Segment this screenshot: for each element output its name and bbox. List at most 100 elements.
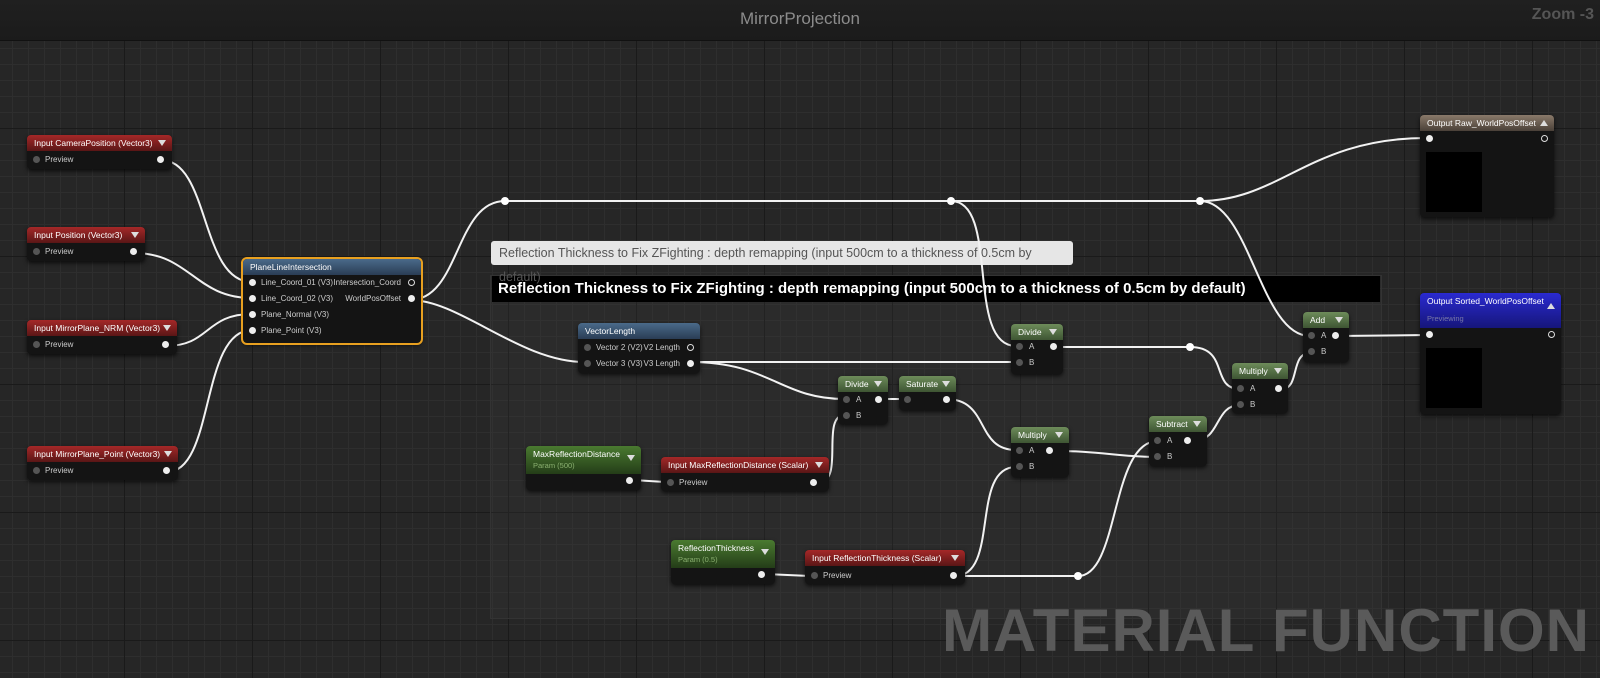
node-header[interactable]: Subtract: [1149, 416, 1207, 432]
node-input-max-reflection-distance[interactable]: Input MaxReflectionDistance (Scalar) Pre…: [661, 457, 829, 491]
output-pin[interactable]: [163, 467, 170, 474]
collapse-arrow-icon[interactable]: [1540, 120, 1548, 126]
output-pin[interactable]: [810, 479, 817, 486]
collapse-arrow-icon[interactable]: [1055, 432, 1063, 438]
node-header[interactable]: Input Position (Vector3): [27, 227, 145, 243]
output-pin[interactable]: [1541, 135, 1548, 142]
output-pin-v3-length[interactable]: [687, 360, 694, 367]
output-pin[interactable]: [162, 341, 169, 348]
node-header[interactable]: Output Raw_WorldPosOffset: [1420, 115, 1554, 131]
output-pin[interactable]: [1046, 447, 1053, 454]
input-pin-b[interactable]: [1308, 348, 1315, 355]
input-pin[interactable]: [904, 396, 911, 403]
output-pin[interactable]: [950, 572, 957, 579]
input-pin-plane-normal[interactable]: [249, 311, 256, 318]
collapse-arrow-icon[interactable]: [1547, 303, 1555, 309]
collapse-arrow-icon[interactable]: [815, 462, 823, 468]
output-pin[interactable]: [626, 477, 633, 484]
collapse-arrow-icon[interactable]: [627, 455, 635, 461]
node-input-position[interactable]: Input Position (Vector3) Preview: [27, 227, 145, 261]
node-input-camera-position[interactable]: Input CameraPosition (Vector3) Preview: [27, 135, 172, 169]
output-pin-v2-length[interactable]: [687, 344, 694, 351]
input-pin-b[interactable]: [843, 412, 850, 419]
node-add[interactable]: Add A B: [1303, 312, 1349, 362]
output-pin[interactable]: [1050, 343, 1057, 350]
output-pin[interactable]: [758, 571, 765, 578]
node-divide-top[interactable]: Divide A B: [1011, 324, 1063, 374]
input-pin[interactable]: [1426, 135, 1433, 142]
input-pin-line-coord-02[interactable]: [249, 295, 256, 302]
node-header[interactable]: Saturate: [899, 376, 956, 392]
node-header[interactable]: Divide: [838, 376, 888, 392]
output-pin[interactable]: [1184, 437, 1191, 444]
collapse-arrow-icon[interactable]: [1335, 317, 1343, 323]
node-header[interactable]: Input CameraPosition (Vector3): [27, 135, 172, 151]
collapse-arrow-icon[interactable]: [1274, 368, 1282, 374]
input-pin-vector2[interactable]: [584, 344, 591, 351]
collapse-arrow-icon[interactable]: [951, 555, 959, 561]
output-pin[interactable]: [130, 248, 137, 255]
comment-header[interactable]: Reflection Thickness to Fix ZFighting : …: [492, 276, 1380, 302]
node-header[interactable]: Input MaxReflectionDistance (Scalar): [661, 457, 829, 473]
preview-toggle-icon[interactable]: [33, 467, 40, 474]
node-header[interactable]: PlaneLineIntersection: [243, 259, 421, 275]
input-pin-a[interactable]: [1016, 447, 1023, 454]
output-pin[interactable]: [1275, 385, 1282, 392]
node-subtract[interactable]: Subtract A B: [1149, 416, 1207, 466]
collapse-arrow-icon[interactable]: [163, 325, 171, 331]
input-pin-plane-point[interactable]: [249, 327, 256, 334]
input-pin-a[interactable]: [1237, 385, 1244, 392]
output-pin[interactable]: [1332, 332, 1339, 339]
input-pin-a[interactable]: [1016, 343, 1023, 350]
preview-toggle-icon[interactable]: [33, 156, 40, 163]
collapse-arrow-icon[interactable]: [158, 140, 166, 146]
node-input-mirrorplane-point[interactable]: Input MirrorPlane_Point (Vector3) Previe…: [27, 446, 178, 480]
node-plane-line-intersection[interactable]: PlaneLineIntersection Line_Coord_01 (V3)…: [241, 257, 423, 345]
input-pin-b[interactable]: [1016, 463, 1023, 470]
node-header[interactable]: VectorLength: [578, 323, 700, 339]
node-multiply-top[interactable]: Multiply A B: [1232, 363, 1288, 413]
preview-toggle-icon[interactable]: [33, 341, 40, 348]
node-header[interactable]: Add: [1303, 312, 1349, 328]
node-input-reflection-thickness[interactable]: Input ReflectionThickness (Scalar) Previ…: [805, 550, 965, 584]
collapse-arrow-icon[interactable]: [1049, 329, 1057, 335]
input-pin-b[interactable]: [1154, 453, 1161, 460]
output-pin[interactable]: [875, 396, 882, 403]
input-pin-b[interactable]: [1016, 359, 1023, 366]
preview-toggle-icon[interactable]: [33, 248, 40, 255]
node-header[interactable]: Multiply: [1232, 363, 1288, 379]
input-pin-preview[interactable]: [811, 572, 818, 579]
collapse-arrow-icon[interactable]: [874, 381, 882, 387]
output-pin[interactable]: [157, 156, 164, 163]
input-pin-a[interactable]: [1154, 437, 1161, 444]
node-input-mirrorplane-nrm[interactable]: Input MirrorPlane_NRM (Vector3) Preview: [27, 320, 177, 354]
node-divide-mid[interactable]: Divide A B: [838, 376, 888, 424]
output-pin[interactable]: [1548, 331, 1555, 338]
input-pin-b[interactable]: [1237, 401, 1244, 408]
input-pin-vector3[interactable]: [584, 360, 591, 367]
input-pin[interactable]: [1426, 331, 1433, 338]
node-multiply-mid[interactable]: Multiply A B: [1011, 427, 1069, 477]
node-header[interactable]: Input MirrorPlane_NRM (Vector3): [27, 320, 177, 336]
collapse-arrow-icon[interactable]: [942, 381, 950, 387]
node-header[interactable]: Input ReflectionThickness (Scalar): [805, 550, 965, 566]
input-pin-a[interactable]: [1308, 332, 1315, 339]
output-pin-intersection-coord[interactable]: [408, 279, 415, 286]
node-header[interactable]: Divide: [1011, 324, 1063, 340]
node-header[interactable]: Input MirrorPlane_Point (Vector3): [27, 446, 178, 462]
input-pin-line-coord-01[interactable]: [249, 279, 256, 286]
collapse-arrow-icon[interactable]: [1193, 421, 1201, 427]
node-header[interactable]: Multiply: [1011, 427, 1069, 443]
collapse-arrow-icon[interactable]: [164, 451, 172, 457]
collapse-arrow-icon[interactable]: [761, 549, 769, 555]
collapse-arrow-icon[interactable]: [131, 232, 139, 238]
input-pin-preview[interactable]: [667, 479, 674, 486]
node-output-raw-worldposoffset[interactable]: Output Raw_WorldPosOffset: [1420, 115, 1554, 217]
input-pin-a[interactable]: [843, 396, 850, 403]
